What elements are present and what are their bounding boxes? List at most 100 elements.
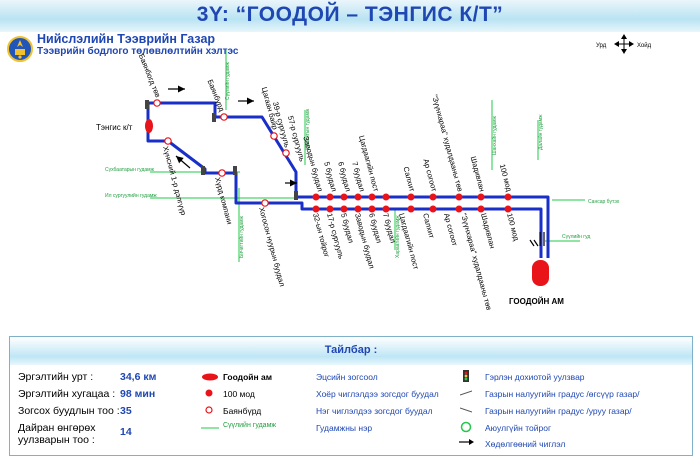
legend-panel: Тайлбар : Эргэлтийн урт : 34,6 км Эргэлт…	[9, 336, 693, 456]
compass-east: Хойд	[637, 42, 652, 49]
traffic-light-legend-icon	[463, 370, 469, 382]
stat-value: 34,6 км	[120, 371, 157, 383]
stop-marker	[407, 193, 415, 201]
stop-marker	[429, 205, 437, 213]
stop-label: Ар согоот	[421, 158, 438, 193]
city-emblem-icon	[7, 36, 33, 62]
stop-marker	[455, 205, 463, 213]
legend-item: Эцсийн зогсоол	[316, 372, 378, 382]
terminal-end-label: ГООДОЙН АМ	[509, 297, 564, 306]
department-name: Тээврийн бодлого төлөвлөлтийн хэлтэс	[37, 46, 239, 57]
legend-item: Нэг чиглэлдээ зогсдог буудал	[316, 406, 433, 416]
street-label: Сансар бүтэх	[588, 199, 620, 205]
stop-marker	[477, 193, 485, 201]
street-label: Шанхайн гудамж	[491, 115, 498, 155]
stop-marker	[312, 205, 320, 213]
legend-item: Сүүлийн гудамж	[223, 422, 277, 429]
legend-item: Газрын налуугийн градус /өгсүүр газар/	[485, 389, 640, 399]
stop-marker	[218, 169, 226, 177]
terminal-start-label: Тэнгис к/т	[96, 123, 133, 132]
stop-label: Хогосон нуурын буудал	[257, 206, 287, 287]
page-title: 3Y: “ГООДОЙ – ТЭНГИС К/Т”	[196, 3, 504, 26]
stop-marker	[326, 205, 334, 213]
slope-icon	[529, 232, 545, 247]
stop-marker	[270, 132, 278, 140]
stop-label: Баянбогд төв	[137, 53, 163, 99]
legend-header	[10, 337, 692, 365]
legend-item: Аюулгүйн тойрог	[485, 423, 552, 433]
legend-item: Гэрлэн дохиотой уулзвар	[485, 372, 585, 382]
stop-label: 100 мод	[498, 163, 514, 193]
organization-name: Нийслэлийн Тээврийн Газар	[37, 32, 216, 46]
slope-down-legend-icon	[460, 407, 472, 413]
stop-marker	[164, 137, 172, 145]
legend-item: Хөдөлгөөний чиглэл	[485, 439, 566, 449]
legend-item: Гоодойн ам	[223, 372, 272, 382]
stop-marker	[455, 193, 463, 201]
legend-title: Тайлбар :	[324, 344, 378, 356]
stop-one-legend-icon	[205, 406, 213, 414]
stop-marker	[354, 205, 362, 213]
title-banner	[0, 0, 700, 32]
stop-marker	[368, 193, 376, 201]
terminal-start	[145, 119, 153, 133]
stop-marker	[340, 205, 348, 213]
stop-label: Шадивлан	[469, 155, 487, 192]
stop-marker	[407, 205, 415, 213]
stop-marker	[504, 205, 512, 213]
street-labels: Сүхбаатарын гудамж Ил сургуулийн гудамж …	[105, 61, 620, 258]
stop-marker	[477, 205, 485, 213]
street-label: Бичигтийн гудамж	[238, 215, 245, 258]
compass-icon	[614, 34, 634, 54]
stop-label: Салхит	[421, 212, 436, 239]
stop-label: Хүрд компани	[213, 176, 234, 225]
stop-label: Ар согоот	[442, 212, 459, 247]
street-label: Сүхбаатарын гудамж	[105, 167, 155, 173]
stop-marker	[220, 113, 228, 121]
stop-marker	[368, 205, 376, 213]
traffic-light-icon	[145, 100, 298, 200]
direction-arrow-icon	[168, 85, 297, 187]
roundabout-legend-icon	[460, 421, 472, 433]
stat-label: Дайран өнгөрөх уулзварын тоо :	[18, 422, 96, 446]
street-label: Хараагийн гудамж	[394, 215, 401, 258]
street-label: Сахалтын гудамж	[305, 108, 311, 150]
street-label: Ил сургуулийн гудамж	[105, 192, 157, 199]
stop-marker	[153, 99, 161, 107]
stop-marker	[282, 149, 290, 157]
stop-marker	[261, 199, 269, 207]
route-map: Сүхбаатарын гудамж Ил сургуулийн гудамж …	[96, 34, 652, 311]
legend-item: Баянбүрд	[223, 406, 262, 416]
stop-marker	[504, 193, 512, 201]
stop-marker	[312, 193, 320, 201]
stop-label: Шадивлан	[479, 212, 497, 249]
legend-item: Гудамжны нэр	[316, 423, 373, 433]
legend-item: Хоёр чиглэлдээ зогсдог буудал	[316, 389, 439, 399]
street-label: Далайн гудамж	[537, 114, 544, 150]
stat-value: 14	[120, 426, 132, 438]
stop-marker	[382, 205, 390, 213]
stop-marker	[326, 193, 334, 201]
terminal-end	[532, 260, 549, 286]
stat-value: 98 мин	[120, 388, 156, 400]
stop-both-legend-icon	[205, 389, 213, 397]
stop-marker	[354, 193, 362, 201]
stop-marker	[340, 193, 348, 201]
return-stop-labels: Хүнсний 1-р дэлгүүр	[161, 145, 188, 216]
stat-label: Эргэлтийн хугацаа :	[18, 388, 116, 400]
street-lines	[150, 50, 585, 262]
upper-stops	[153, 99, 512, 201]
stop-marker	[382, 193, 390, 201]
lower-stops	[164, 137, 512, 213]
stop-label: 100 мод	[505, 212, 521, 242]
terminal-legend-icon	[202, 373, 218, 381]
stop-label: Салхит	[401, 166, 416, 193]
stat-label: Эргэлтийн урт :	[18, 371, 94, 383]
stop-marker	[429, 193, 437, 201]
direction-legend-icon	[459, 439, 474, 445]
legend-item: 100 мод	[223, 389, 255, 399]
street-label: Сүүлийн гудамж	[224, 61, 231, 100]
legend-item: Газрын налуугийн градус /уруу газар/	[485, 406, 632, 416]
stat-label: Зогсох буудлын тоо :	[18, 405, 120, 417]
street-label: Сүүлийн гуд	[562, 233, 590, 240]
